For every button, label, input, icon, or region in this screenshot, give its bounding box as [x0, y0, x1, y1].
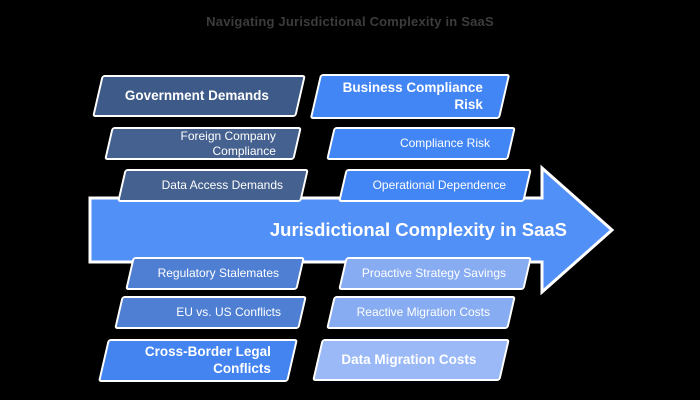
node-label: Compliance Risk: [399, 136, 490, 150]
node-label: Foreign Company Compliance: [180, 128, 276, 158]
node-operational-dependence: Operational Dependence: [338, 169, 532, 202]
node-data-access-demands: Data Access Demands: [117, 169, 309, 202]
node-proactive-strategy-savings: Proactive Strategy Savings: [338, 257, 532, 290]
main-arrow-label: Jurisdictional Complexity in SaaS: [269, 219, 567, 240]
node-eu-vs-us-conflicts: EU vs. US Conflicts: [114, 296, 307, 329]
node-label: Cross-Border Legal Conflicts: [144, 343, 271, 376]
node-label: Reactive Migration Costs: [356, 305, 490, 319]
node-foreign-company-compliance: Foreign Company Compliance: [104, 127, 302, 160]
node-reactive-migration-costs: Reactive Migration Costs: [326, 296, 516, 329]
node-label: Government Demands: [124, 87, 270, 103]
node-government-demands: Government Demands: [92, 75, 306, 117]
node-business-compliance-risk: Business Compliance Risk: [309, 74, 511, 119]
node-data-migration-costs: Data Migration Costs: [312, 339, 510, 381]
page-title: Navigating Jurisdictional Complexity in …: [206, 14, 494, 29]
node-label: Regulatory Stalemates: [157, 266, 279, 280]
node-label: Proactive Strategy Savings: [361, 266, 506, 280]
node-cross-border-legal-conflicts: Cross-Border Legal Conflicts: [98, 339, 298, 382]
node-label: Data Access Demands: [161, 178, 283, 192]
node-label: Operational Dependence: [372, 178, 506, 192]
node-compliance-risk: Compliance Risk: [326, 127, 516, 160]
node-label: Business Compliance Risk: [342, 79, 483, 112]
node-label: Data Migration Costs: [341, 351, 477, 367]
node-regulatory-stalemates: Regulatory Stalemates: [125, 257, 305, 290]
node-label: EU vs. US Conflicts: [176, 305, 281, 319]
